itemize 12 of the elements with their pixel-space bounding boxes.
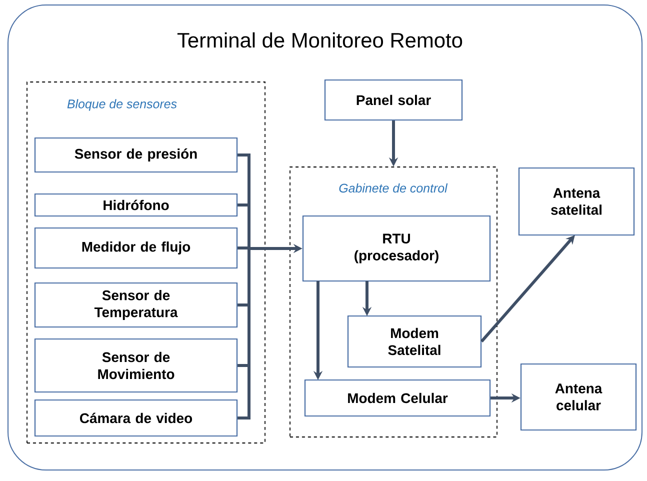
component-box: Antena satelital <box>518 167 635 236</box>
component-box: Cámara de video <box>34 399 238 437</box>
component-box: Antena celular <box>520 363 637 431</box>
component-box: Sensor de Movimiento <box>34 338 238 393</box>
component-box: RTU (procesador) <box>302 215 491 282</box>
component-box: Panel solar <box>324 79 463 121</box>
component-box: Medidor de flujo <box>34 227 238 269</box>
component-box: Modem Celular <box>304 379 491 417</box>
component-box: Hidrófono <box>34 193 238 217</box>
component-box: Sensor de Temperatura <box>34 282 238 328</box>
component-box: Modem Satelital <box>347 315 482 368</box>
component-box: Sensor de presión <box>34 137 238 173</box>
